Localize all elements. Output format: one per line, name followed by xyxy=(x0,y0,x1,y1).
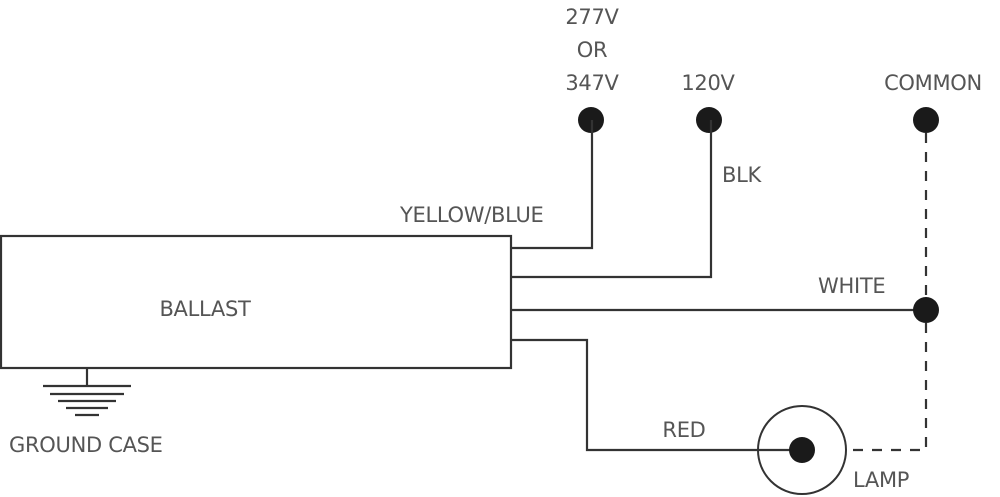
ground-case-label: GROUND CASE xyxy=(9,433,163,457)
wire-red-label: RED xyxy=(662,418,705,442)
wire-white-label: WHITE xyxy=(818,274,885,298)
wire-black xyxy=(511,120,713,279)
wire-black-label: BLK xyxy=(722,163,763,187)
lamp-label: LAMP xyxy=(853,468,909,492)
terminal-or-label: OR xyxy=(577,38,608,62)
terminal-347v-label: 347V xyxy=(565,71,619,95)
terminal-120v-dot xyxy=(696,107,722,133)
wire-yellow-blue xyxy=(511,120,594,250)
wire-red xyxy=(511,338,801,452)
terminal-common-label: COMMON xyxy=(884,71,982,95)
wire-yellow-blue-label: YELLOW/BLUE xyxy=(399,203,544,227)
terminal-common-dot xyxy=(913,107,939,133)
white-junction-dot xyxy=(913,297,939,323)
ballast-label: BALLAST xyxy=(159,297,251,321)
lamp-icon xyxy=(757,405,847,495)
ground-icon xyxy=(43,368,131,417)
ballast-box xyxy=(0,234,513,370)
common-dashed-wire-lower xyxy=(845,323,928,452)
terminal-120v-label: 120V xyxy=(681,71,735,95)
terminal-277v-label: 277V xyxy=(565,5,619,29)
